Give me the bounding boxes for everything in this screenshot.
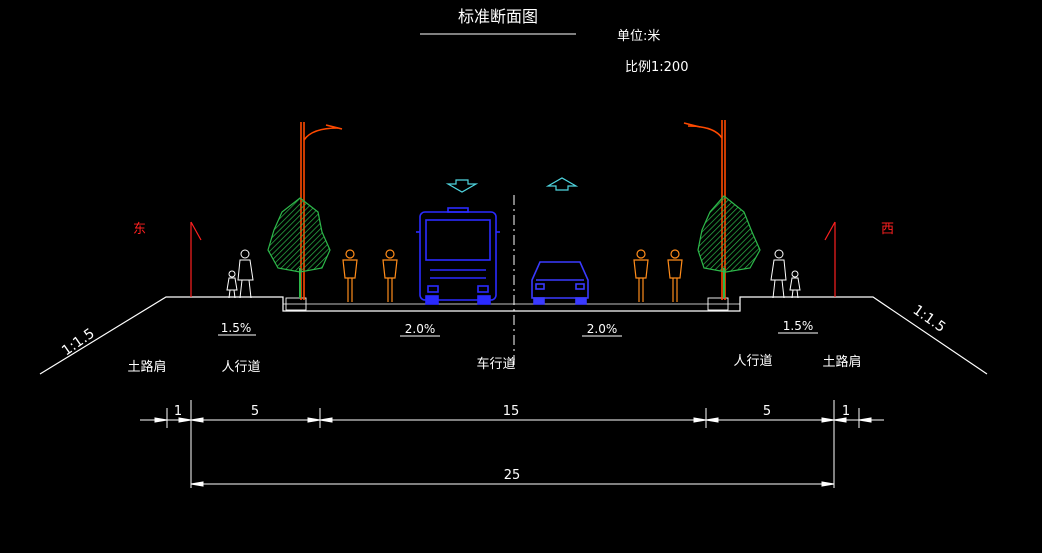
tree-right — [697, 195, 761, 298]
zone-shoulder-left: 土路肩 — [127, 359, 166, 375]
dim-shoulder-right: 1 — [842, 404, 850, 419]
dim-sidewalk-right: 5 — [763, 404, 771, 419]
direction-west-label: 西 — [881, 222, 894, 237]
drawing-title: 标准断面图 — [458, 7, 538, 26]
pedestrian-icon-left — [226, 249, 254, 299]
direction-post-right — [824, 221, 836, 297]
carriageway-slope-right: 2.0% — [587, 322, 618, 336]
sidewalk-slope-left: 1.5% — [221, 321, 252, 335]
traffic-arrow-down-icon — [445, 179, 479, 193]
bus-icon — [416, 207, 500, 305]
unit-label: 单位:米 — [617, 29, 660, 44]
dimension-lines — [140, 400, 884, 488]
traffic-arrow-up-icon — [545, 177, 579, 191]
sidewalk-slope-right: 1.5% — [783, 319, 814, 333]
ground-profile — [39, 296, 988, 375]
carriageway-slope-left: 2.0% — [405, 322, 436, 336]
zone-carriageway: 车行道 — [476, 356, 515, 372]
car-icon — [531, 261, 589, 305]
zone-shoulder-right: 土路肩 — [822, 354, 861, 370]
zone-sidewalk-right: 人行道 — [733, 354, 772, 369]
direction-east-label: 东 — [133, 222, 146, 237]
dim-carriageway: 15 — [503, 404, 520, 419]
dim-total: 25 — [504, 468, 521, 483]
side-slope-left: 1:1.5 — [59, 326, 98, 360]
dim-sidewalk-left: 5 — [251, 404, 259, 419]
tree-left — [267, 197, 331, 298]
direction-post-left — [190, 221, 202, 297]
pedestrian-icon-right — [770, 249, 801, 299]
dim-shoulder-left: 1 — [174, 404, 182, 419]
zone-sidewalk-left: 人行道 — [221, 360, 260, 375]
cyclist-icons — [342, 249, 683, 302]
scale-label: 比例1:200 — [625, 60, 688, 75]
side-slope-right: 1:1.5 — [910, 302, 949, 336]
